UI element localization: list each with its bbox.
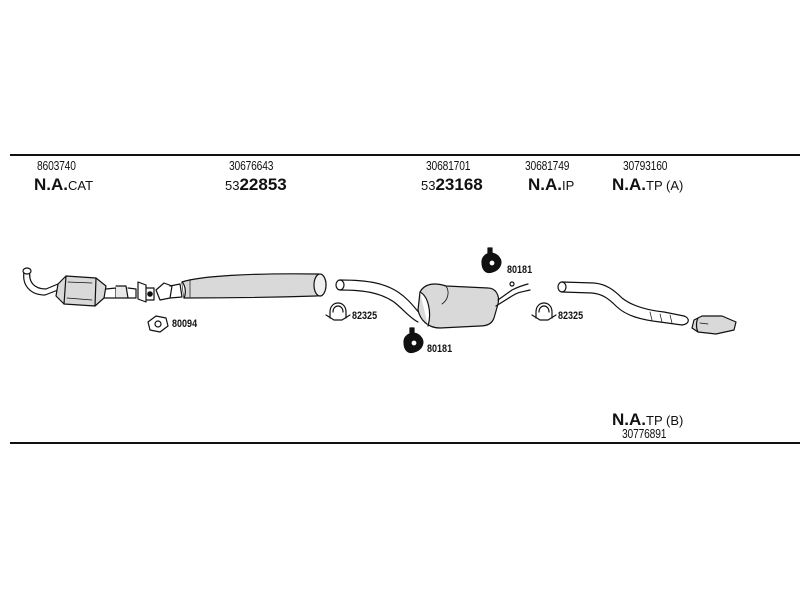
bottom-divider xyxy=(10,442,800,444)
clamp-right-part-label: 82325 xyxy=(558,310,584,322)
status-tailpipe-b: N.A.TP (B) xyxy=(612,410,684,429)
clamp-left-icon xyxy=(325,302,351,321)
hanger-bottom-icon xyxy=(403,327,424,354)
status-tailpipe-a: N.A.TP (A) xyxy=(612,175,684,194)
part-number-intermediate-pipe: 30681749 xyxy=(525,159,570,173)
hanger-bottom-part-label: 80181 xyxy=(427,343,453,355)
code-middle-silencer: 5323168 xyxy=(421,175,483,194)
status-intermediate-pipe: N.A.IP xyxy=(528,175,575,194)
code-front-silencer: 5322853 xyxy=(225,175,287,194)
joint-flange xyxy=(137,281,155,303)
status-catalytic: N.A.CAT xyxy=(34,175,94,194)
tail-pipe xyxy=(557,281,689,326)
part-number-front-silencer: 30676643 xyxy=(229,159,274,173)
hanger-top-part-label: 80181 xyxy=(507,264,533,276)
tail-trim xyxy=(691,315,737,335)
clamp-left-part-label: 82325 xyxy=(352,310,378,322)
part-number-catalytic: 8603740 xyxy=(37,159,76,173)
catalytic-converter xyxy=(22,267,137,307)
middle-silencer xyxy=(417,281,531,329)
gasket-icon xyxy=(147,315,169,333)
top-divider xyxy=(10,154,800,156)
part-number-tailpipe-b: 30776891 xyxy=(622,427,667,441)
front-silencer xyxy=(155,273,327,301)
clamp-right-icon xyxy=(531,302,557,321)
gasket-part-label: 80094 xyxy=(172,318,198,330)
middle-pipe xyxy=(335,279,425,323)
part-number-tailpipe-a: 30793160 xyxy=(623,159,668,173)
hanger-top-icon xyxy=(481,247,502,274)
part-number-middle-silencer: 30681701 xyxy=(426,159,471,173)
